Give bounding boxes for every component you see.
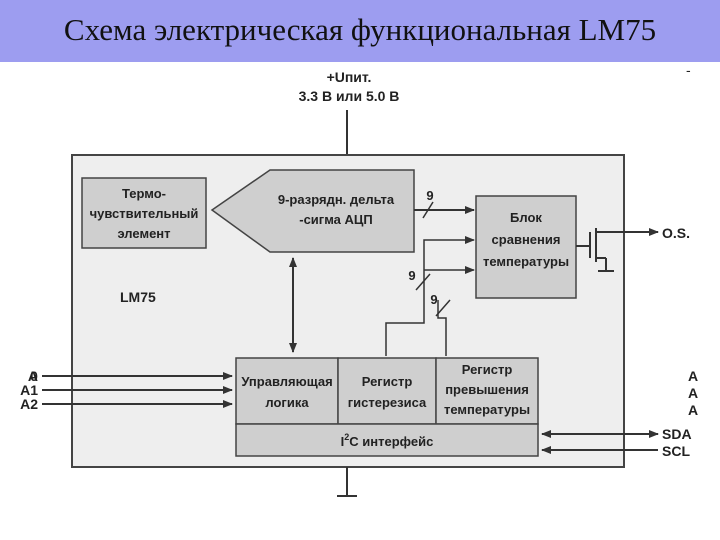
bus-width-adc: 9 — [426, 188, 433, 203]
comparator-label-line2: сравнения — [492, 232, 561, 247]
pin-right-a-2: A — [688, 385, 698, 401]
i2c-interface-block — [235, 423, 539, 457]
bus-slash-3 — [435, 299, 451, 317]
pin-a1: A1 — [20, 382, 38, 398]
pin-right-a-3: A — [688, 402, 698, 418]
pin-a0: A0 — [28, 368, 38, 384]
overtemp-label-line1: Регистр — [462, 362, 513, 377]
bus-width-hyst: 9 — [408, 268, 415, 283]
sensor-label-line2: чувствительный — [90, 206, 199, 221]
sensor-label-line3: элемент — [117, 226, 170, 241]
comparator-label-line1: Блок — [510, 210, 542, 225]
control-logic-block — [235, 357, 339, 425]
overtemp-label-line3: температуры — [444, 402, 530, 417]
overtemp-register-block — [435, 357, 539, 425]
comparator-label-line3: температуры — [483, 254, 569, 269]
pin-right-a-1: A — [688, 368, 698, 384]
adc-label-line2: -сигма АЦП — [299, 212, 372, 227]
bus-slash-2 — [415, 273, 431, 291]
bus-width-overtemp: 9 — [430, 292, 437, 307]
i2c-interface-label: I2C интерфейс — [341, 432, 434, 449]
sensor-block — [81, 177, 207, 249]
overtemp-label-line2: превышения — [445, 382, 529, 397]
control-logic-label-line2: логика — [265, 395, 309, 410]
pin-os: O.S. — [662, 225, 690, 241]
slide-title: Схема электрическая функциональная LM75 — [63, 12, 657, 47]
pin-a2: A2 — [20, 396, 38, 412]
corner-mark: - — [686, 62, 691, 78]
pin-scl: SCL — [662, 443, 690, 459]
pin-sda: SDA — [662, 426, 692, 442]
hysteresis-register-block — [337, 357, 437, 425]
hysteresis-label-line2: гистерезиса — [348, 395, 427, 410]
control-logic-label-line1: Управляющая — [241, 374, 332, 389]
adc-label-line1: 9-разрядн. дельта — [278, 192, 395, 207]
hyst-comparator-line-a — [385, 236, 475, 356]
bus-slash-1 — [422, 201, 434, 219]
overtemp-comparator-line — [437, 300, 447, 356]
supply-voltage: 3.3 В или 5.0 В — [299, 88, 400, 104]
hysteresis-label-line1: Регистр — [362, 374, 413, 389]
supply-label: +Uпит. — [327, 69, 372, 85]
comparator-block — [475, 195, 577, 299]
title-bar: Схема электрическая функциональная LM75 — [0, 0, 720, 62]
chip-label: LM75 — [120, 289, 156, 305]
sensor-label-line1: Термо- — [122, 186, 166, 201]
